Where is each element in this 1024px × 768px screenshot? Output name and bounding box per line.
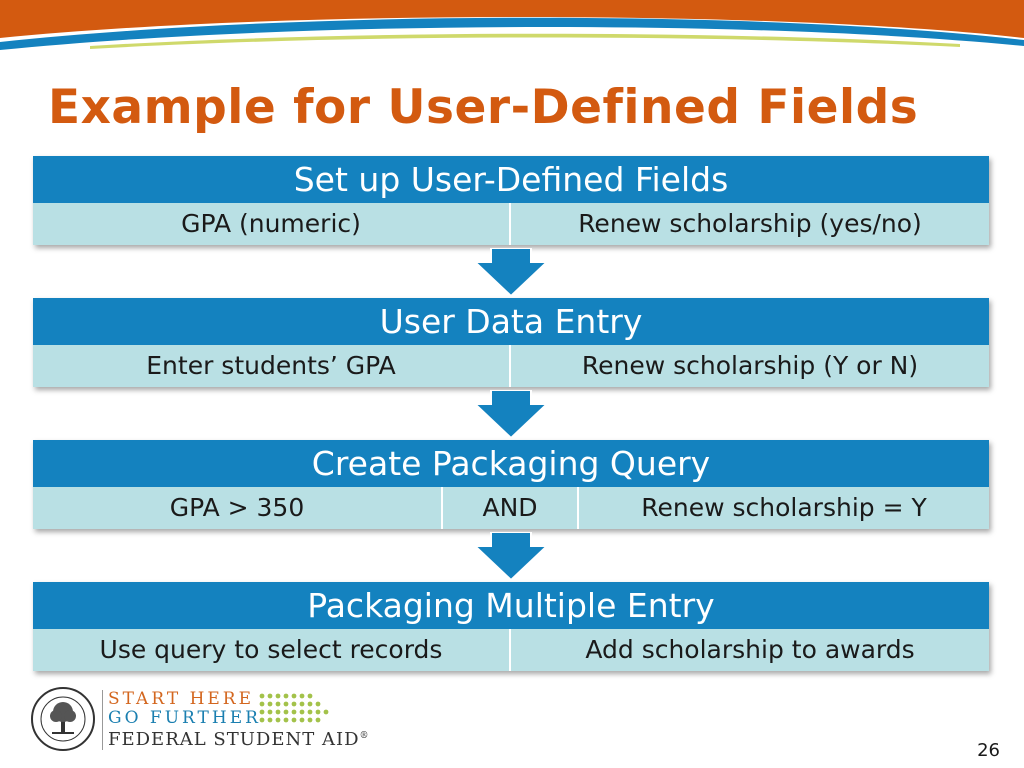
block-cell: AND (443, 487, 579, 529)
block-row: Enter students’ GPA Renew scholarship (Y… (33, 345, 989, 387)
block-cell: Renew scholarship (yes/no) (578, 209, 922, 238)
registered-mark: ® (359, 731, 370, 741)
department-of-education-seal-icon (31, 687, 95, 751)
block-row: GPA > 350 AND Renew scholarship = Y (33, 487, 989, 529)
block-cell: GPA > 350 (33, 487, 443, 529)
logo-go-further: GO FURTHER (108, 708, 261, 728)
block-header: Packaging Multiple Entry (33, 582, 989, 629)
down-arrow-icon (472, 390, 550, 440)
dot-grid-icon (259, 693, 329, 723)
logo-start-here: START HERE (108, 689, 255, 709)
block-header: User Data Entry (33, 298, 989, 345)
slide-title: Example for User-Defined Fields (48, 80, 919, 135)
block-cell: Enter students’ GPA (33, 345, 511, 387)
top-banner (0, 0, 1024, 50)
logo-divider (102, 690, 103, 750)
block-cell: Renew scholarship (Y or N) (581, 351, 919, 380)
block-user-data-entry: User Data Entry Enter students’ GPA Rene… (33, 298, 989, 387)
logo-federal-student-aid: FEDERAL STUDENT AID® (108, 729, 370, 750)
logo-fsa-text: FEDERAL STUDENT AID (108, 729, 360, 750)
page-number: 26 (977, 740, 1000, 761)
block-packaging-multiple-entry: Packaging Multiple Entry Use query to se… (33, 582, 989, 671)
down-arrow-icon (472, 532, 550, 582)
block-cell: Add scholarship to awards (585, 635, 915, 664)
block-create-packaging-query: Create Packaging Query GPA > 350 AND Ren… (33, 440, 989, 529)
block-header: Create Packaging Query (33, 440, 989, 487)
down-arrow-icon (472, 248, 550, 298)
block-cell: GPA (numeric) (33, 203, 511, 245)
fsa-logo: START HERE GO FURTHER FEDERAL STUDENT AI… (30, 686, 369, 756)
block-cell: Use query to select records (33, 629, 511, 671)
block-row: Use query to select records Add scholars… (33, 629, 989, 671)
block-row: GPA (numeric) Renew scholarship (yes/no) (33, 203, 989, 245)
block-cell: Renew scholarship = Y (641, 493, 927, 522)
block-set-up-fields: Set up User-Defined Fields GPA (numeric)… (33, 156, 989, 245)
block-header: Set up User-Defined Fields (33, 156, 989, 203)
